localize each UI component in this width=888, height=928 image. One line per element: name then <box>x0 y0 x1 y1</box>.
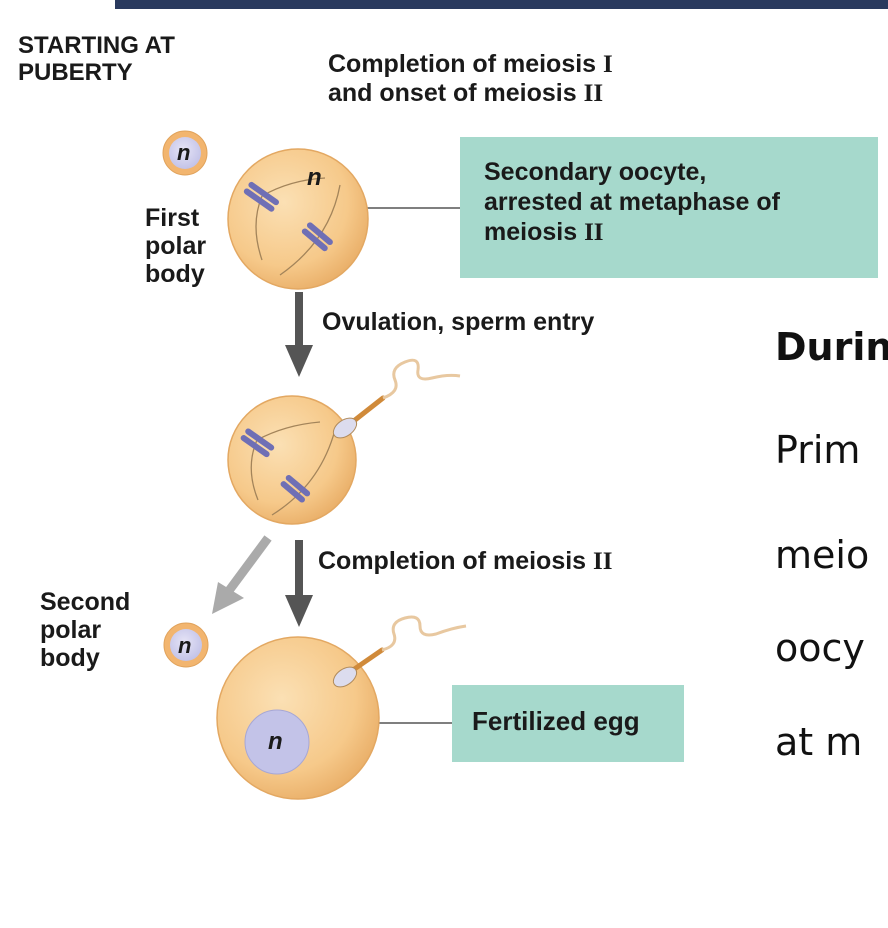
secondary-oocyte-box: Secondary oocyte, arrested at metaphase … <box>460 137 878 278</box>
starting-at-puberty-label: STARTING AT PUBERTY <box>18 32 175 86</box>
arrow-down-ovulation <box>285 292 313 377</box>
first-polar-body-icon <box>162 130 208 176</box>
ovulation-sperm-entry-label: Ovulation, sperm entry <box>322 308 595 336</box>
secondary-oocyte-cell-icon <box>227 148 369 290</box>
arrow-second-polar-body <box>212 535 272 614</box>
arrow-down-completion-meiosis-ii <box>285 540 313 627</box>
side-text-line-5: at m <box>775 720 863 764</box>
starting-line-1: STARTING AT <box>18 32 175 59</box>
fertilized-egg-box: Fertilized egg <box>452 685 684 762</box>
completion-meiosis-ii-label: Completion of meiosis II <box>318 547 613 575</box>
ploidy-label-second-polar: n <box>178 633 192 658</box>
side-text-line-4: oocy <box>775 626 865 670</box>
oocyte-sperm-entry-icon <box>227 358 461 525</box>
second-polar-body-icon <box>163 622 209 668</box>
side-text-line-1: Durin <box>775 325 888 369</box>
starting-line-2: PUBERTY <box>18 59 133 86</box>
side-text-line-3: meio <box>775 533 870 577</box>
ploidy-label-secondary-oocyte: n <box>307 164 322 191</box>
top-banner-bar <box>115 0 888 9</box>
ploidy-label-first-polar: n <box>177 140 191 165</box>
completion-meiosis-i-label: Completion of meiosis I and onset of mei… <box>328 50 613 107</box>
ploidy-label-fertilized-egg: n <box>268 728 283 755</box>
fertilized-egg-cell-icon <box>216 615 467 800</box>
side-text-line-2: Prim <box>775 428 861 472</box>
first-polar-body-label: First polar body <box>145 204 207 288</box>
second-polar-body-label: Second polar body <box>40 588 131 672</box>
